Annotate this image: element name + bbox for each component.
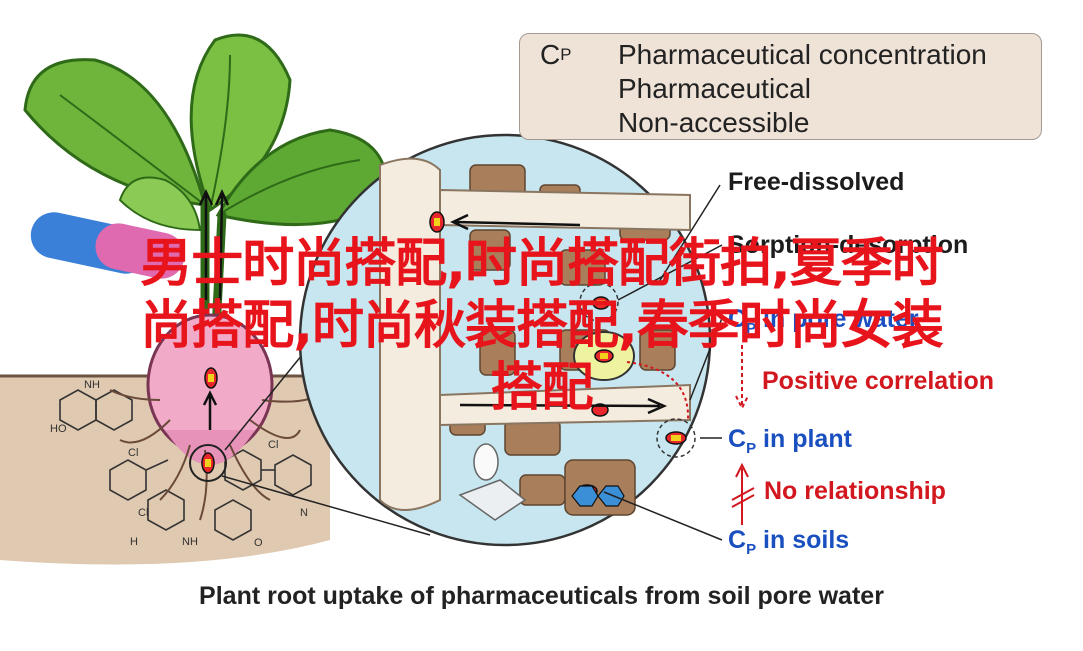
flow-arrow-left — [450, 213, 581, 231]
label-cp-in-soils: CP in soils — [728, 526, 850, 558]
gravel-rock — [458, 479, 527, 521]
watermark-overlay-text: 男士时尚搭配,时尚搭配街拍,夏季时 尚搭配,时尚秋装搭配,春季时尚女装 搭配 — [0, 233, 1083, 419]
chemical-labels: HO NH Cl Cl Cl H NH O N — [50, 379, 308, 549]
chem-label-nh2: NH — [182, 536, 198, 548]
overlay-line-2: 尚搭配,时尚秋装搭配,春季时尚女装 — [140, 296, 944, 356]
chem-label-cl-2: Cl — [138, 507, 148, 519]
chem-label-o: O — [254, 537, 263, 549]
chem-label-cl-3: Cl — [268, 439, 278, 451]
no-relationship-slash — [731, 487, 755, 508]
chem-label-n: N — [300, 507, 308, 519]
plant-marker — [665, 431, 687, 445]
label-free-dissolved: Free-dissolved — [728, 168, 905, 196]
legend-row-nonaccessible: Non-accessible — [540, 106, 809, 140]
chem-label-cl: Cl — [128, 447, 138, 459]
root-arrow-up — [202, 390, 218, 430]
flow-arrow-right — [459, 397, 668, 415]
label-cp-in-plant: CP in plant — [728, 425, 852, 457]
capsule-icon — [30, 212, 185, 279]
legend-pharma-label: Pharmaceutical — [618, 73, 811, 104]
overlay-line-3: 搭配 — [490, 358, 593, 418]
stem-arrow-up-2 — [214, 189, 230, 301]
figure-caption: Plant root uptake of pharmaceuticals fro… — [199, 582, 884, 610]
red-dotted-loop — [626, 361, 690, 421]
zoom-line-bottom — [221, 475, 431, 536]
root-zoom-circle — [189, 444, 227, 482]
no-relationship-arrow — [735, 462, 749, 525]
overlay-line-1: 男士时尚搭配,时尚搭配街拍,夏季时 — [140, 234, 944, 294]
legend-cp-label: Pharmaceutical concentration — [618, 39, 987, 70]
chem-label-nh: NH — [84, 379, 100, 391]
chem-label-ho: HO — [50, 423, 67, 435]
pharmaceutical-markers — [201, 211, 625, 507]
chem-label-h2n: H — [130, 536, 138, 548]
plant-leaves — [23, 33, 388, 232]
legend-row-pharmaceutical: Pharmaceutical — [540, 72, 811, 106]
chemical-structures — [59, 389, 312, 541]
stem-arrow-up — [198, 189, 214, 300]
gravel-rock-2 — [473, 443, 499, 481]
label-sorption-desorption: Sorption-desorption — [728, 231, 969, 259]
legend-nonaccess-label: Non-accessible — [618, 107, 810, 138]
label-no-relationship: No relationship — [764, 477, 946, 505]
label-cp-pore-water: CP in pore water — [728, 305, 919, 337]
plant-cell-walls — [379, 157, 691, 511]
sorption-dashed-circle — [579, 282, 619, 322]
plant-dashed-circle — [656, 418, 696, 458]
label-positive-correlation: Positive correlation — [762, 367, 995, 395]
leader-lines — [603, 184, 723, 541]
positive-correlation-arrow — [735, 345, 749, 411]
